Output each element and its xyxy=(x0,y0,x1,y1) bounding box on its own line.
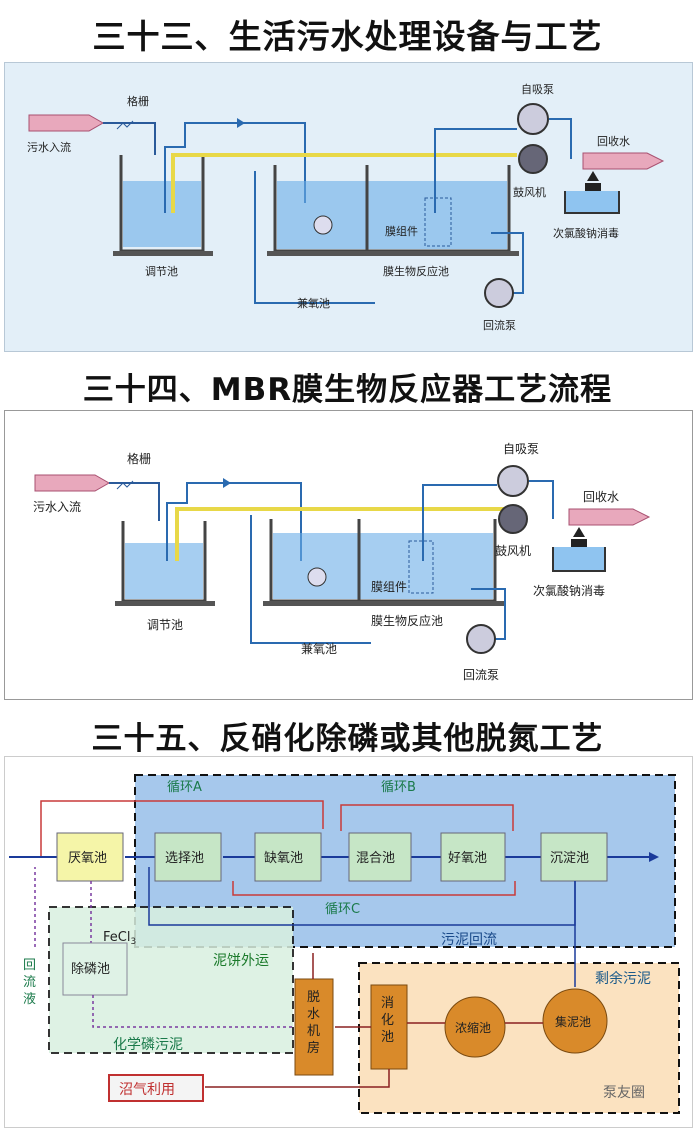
reactor-label: 膜生物反应池 xyxy=(371,613,443,628)
p-removal-label: 除磷池 xyxy=(71,962,110,977)
blower-label: 鼓风机 xyxy=(513,185,546,199)
return-pump-icon xyxy=(466,624,496,654)
disinfection-label: 次氯酸钠消毒 xyxy=(533,583,605,598)
self-priming-pump-icon xyxy=(517,103,549,135)
aerobic-label: 好氧池 xyxy=(448,851,487,866)
cycle-b-loop xyxy=(340,804,514,831)
anoxic-label: 缺氧池 xyxy=(264,851,303,866)
sludge-collector xyxy=(542,988,608,1054)
mixing-tank xyxy=(348,832,412,882)
return-pump-icon xyxy=(484,278,514,308)
membrane-module-label: 膜组件 xyxy=(371,580,407,594)
dewatering-label: 脱水机房 xyxy=(307,990,320,1056)
section-title-34: 三十四、MBR膜生物反应器工艺流程 xyxy=(82,372,613,408)
reactor-water xyxy=(277,181,507,249)
biogas-label: 沼气利用 xyxy=(119,1082,175,1098)
disinfection-tank xyxy=(552,547,606,572)
aerobic-tank xyxy=(440,832,506,882)
cake-out-label: 泥饼外运 xyxy=(213,953,269,969)
inflow-arrow xyxy=(28,114,105,132)
blower-label: 鼓风机 xyxy=(495,544,531,558)
anaerobic-label: 厌氧池 xyxy=(68,851,107,866)
fecl3-label: FeCl3 xyxy=(103,930,136,947)
mbr-diagram-1: 污水入流 格栅 调节池 膜组件 膜生物反应池 兼氧池 自吸泵 鼓风机 回收水 次… xyxy=(4,62,693,352)
mbr-diagram-2: 污水入流 格栅 调节池 膜组件 膜生物反应池 兼氧池 自吸泵 鼓风机 回收水 次… xyxy=(4,410,693,700)
cycle-c-label: 循环C xyxy=(325,902,360,917)
anoxic-tank-label: 兼氧池 xyxy=(297,296,330,310)
regulating-tank-water xyxy=(123,181,201,247)
reactor-water xyxy=(273,533,493,599)
digester-label: 消化池 xyxy=(381,996,394,1045)
recycled-water-arrow xyxy=(568,508,651,526)
membrane-module-label: 膜组件 xyxy=(385,224,418,238)
inflow-label: 污水入流 xyxy=(33,500,81,514)
inflow-label: 污水入流 xyxy=(27,140,71,154)
digester xyxy=(370,984,408,1070)
pump-label: 自吸泵 xyxy=(521,83,554,96)
blower-icon xyxy=(498,504,528,534)
selector-label: 选择池 xyxy=(165,851,204,866)
membrane-module xyxy=(424,197,452,247)
mixing-label: 混合池 xyxy=(356,851,395,866)
denitrification-diagram: 循环A 循环B 循环C 厌氧池 选择池 缺氧池 混合池 好氧池 沉淀池 污泥回流… xyxy=(4,756,693,1128)
reactor-label: 膜生物反应池 xyxy=(383,264,449,278)
regulating-tank-label: 调节池 xyxy=(147,618,183,632)
screen-label: 格栅 xyxy=(127,451,151,466)
cycle-b-label: 循环B xyxy=(381,780,416,795)
mixer-icon xyxy=(307,567,327,587)
regulating-tank-label: 调节池 xyxy=(145,265,178,278)
biogas-box xyxy=(108,1074,204,1102)
excess-sludge-label: 剩余污泥 xyxy=(595,970,651,987)
return-pump-label: 回流泵 xyxy=(463,668,499,682)
cycle-c-loop xyxy=(232,881,516,896)
section-title-33: 三十三、生活污水处理设备与工艺 xyxy=(92,17,603,56)
section-title-35: 三十五、反硝化除磷或其他脱氮工艺 xyxy=(91,721,604,757)
cycle-a-loop xyxy=(40,800,324,857)
membrane-module xyxy=(408,540,434,594)
sludge-return-label: 污泥回流 xyxy=(441,932,497,948)
settling-label: 沉淀池 xyxy=(550,851,589,866)
screen-label: 格栅 xyxy=(127,94,149,108)
p-removal-tank xyxy=(62,942,128,996)
sludge-collector-label: 集泥池 xyxy=(555,1014,591,1029)
recycled-water-label: 回收水 xyxy=(583,490,619,504)
regulating-tank-water xyxy=(125,543,203,599)
sludge-zone xyxy=(358,962,680,1114)
recycled-water-arrow xyxy=(582,152,665,170)
dewatering-room xyxy=(294,978,334,1076)
disinfection-tank xyxy=(564,191,620,214)
return-pump-label: 回流泵 xyxy=(483,318,516,332)
disinfection-label: 次氯酸钠消毒 xyxy=(553,226,619,240)
pump-label: 自吸泵 xyxy=(503,442,539,456)
chem-sludge-label: 化学磷污泥 xyxy=(113,1037,183,1053)
recycled-water-label: 回收水 xyxy=(597,134,630,148)
return-liquid-label: 回流液 xyxy=(23,958,36,1007)
mixer-icon xyxy=(313,215,333,235)
anoxic-tank-label: 兼氧池 xyxy=(301,642,337,656)
anoxic-tank xyxy=(254,832,322,882)
anaerobic-tank xyxy=(56,832,124,882)
blower-icon xyxy=(518,144,548,174)
inflow-arrow xyxy=(34,474,111,492)
selector-tank xyxy=(154,832,222,882)
settling-tank xyxy=(540,832,608,882)
self-priming-pump-icon xyxy=(497,465,529,497)
cycle-a-label: 循环A xyxy=(167,780,202,795)
thickener-label: 浓缩池 xyxy=(455,1020,491,1035)
watermark: 泵友圈 xyxy=(603,1085,645,1101)
thickener xyxy=(444,996,506,1058)
